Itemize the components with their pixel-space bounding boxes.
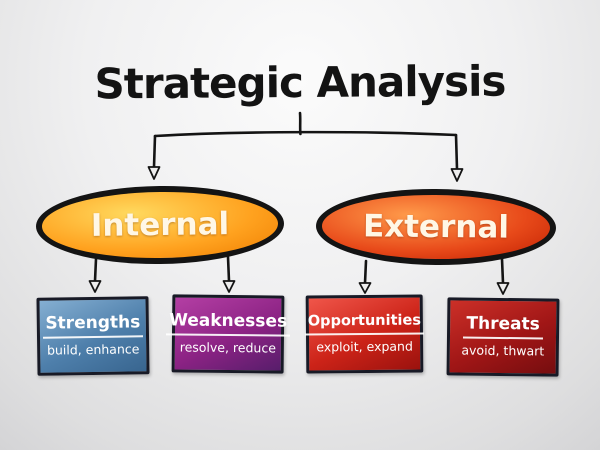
node-threats-title: Threats: [463, 314, 543, 340]
arrowhead-to-threats: [496, 282, 510, 295]
node-opportunities-subtitle: exploit, expand: [316, 338, 413, 355]
node-external-label: External: [362, 208, 510, 246]
node-strengths-subtitle: build, enhance: [46, 341, 140, 358]
node-threats-subtitle: avoid, thwart: [461, 342, 545, 359]
connector-external-threats: [500, 257, 505, 285]
connector-right-drop: [454, 133, 459, 171]
connector-horizontal: [153, 130, 458, 138]
arrowhead-to-external: [450, 168, 464, 182]
arrowhead-to-opportunities: [358, 282, 372, 294]
node-threats: Threats avoid, thwart: [446, 297, 560, 377]
arrowhead-to-internal: [147, 166, 161, 180]
node-weaknesses-subtitle: resolve, reduce: [179, 339, 277, 356]
node-strengths: Strengths build, enhance: [36, 296, 150, 376]
node-opportunities: Opportunities exploit, expand: [304, 294, 425, 374]
node-weaknesses: Weaknesses resolve, reduce: [165, 294, 291, 374]
page-title: Strategic Analysis: [94, 56, 506, 109]
node-internal-label: Internal: [90, 206, 230, 244]
node-opportunities-title: Opportunities: [304, 312, 425, 336]
arrowhead-to-strengths: [88, 280, 102, 293]
node-weaknesses-title: Weaknesses: [165, 311, 291, 337]
connector-internal-strengths: [93, 257, 98, 283]
connector-left-drop: [152, 134, 157, 169]
connector-internal-weaknesses: [226, 255, 231, 283]
arrowhead-to-weaknesses: [222, 280, 236, 293]
node-strengths-title: Strengths: [42, 313, 144, 339]
connector-external-opportunities: [363, 259, 368, 285]
